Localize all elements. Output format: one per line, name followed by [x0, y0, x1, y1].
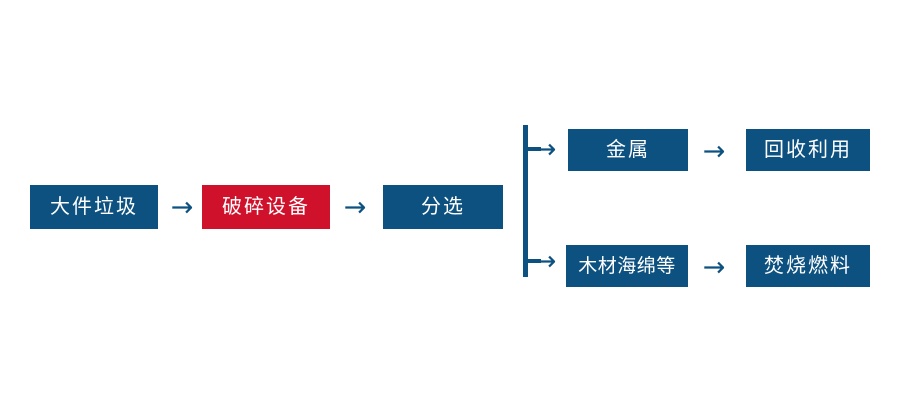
branch-split-bar	[523, 125, 528, 277]
arrow-right-icon-split-to-metal: →	[533, 133, 557, 165]
arrow-right-icon-metal-to-recycle: →	[702, 135, 726, 167]
node-sorting[interactable]: 分选	[383, 185, 503, 229]
node-fuel[interactable]: 焚烧燃料	[746, 245, 870, 287]
arrow-right-icon-crusher-to-sorting: →	[343, 191, 367, 223]
node-input[interactable]: 大件垃圾	[30, 185, 158, 229]
node-recycle[interactable]: 回收利用	[746, 129, 870, 171]
arrow-right-icon-woodfoam-to-fuel: →	[702, 251, 726, 283]
branch-stub-bottom	[523, 259, 541, 263]
node-crusher[interactable]: 破碎设备	[202, 185, 330, 229]
arrow-right-icon-input-to-crusher: →	[170, 191, 194, 223]
arrow-right-icon-split-to-woodfoam: →	[533, 245, 557, 277]
branch-stub-top	[523, 147, 541, 151]
node-metal[interactable]: 金属	[568, 129, 688, 171]
node-woodfoam[interactable]: 木材海绵等	[566, 245, 688, 287]
